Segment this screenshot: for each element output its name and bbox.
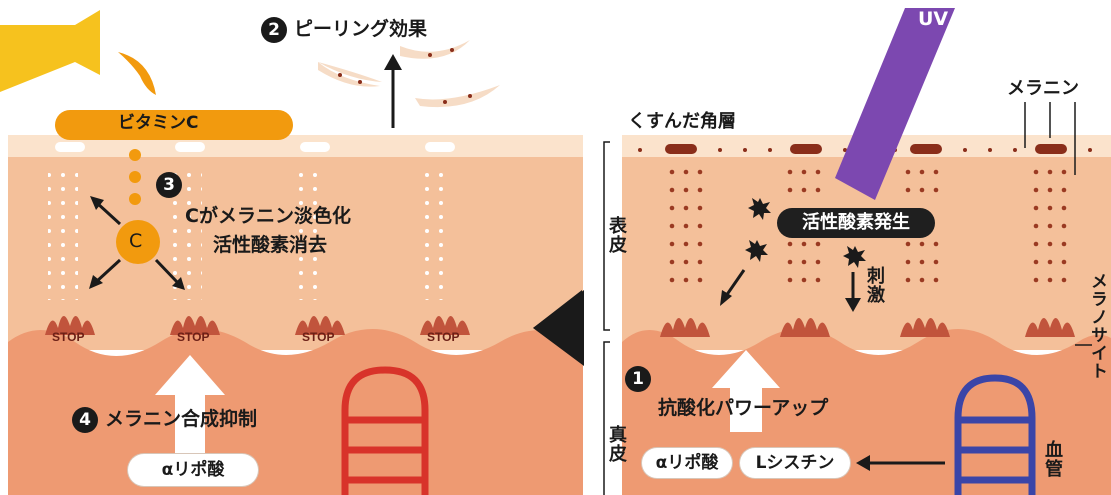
antioxidant-label: 抗酸化パワーアップ bbox=[658, 397, 829, 419]
l-cystine-pill: Lシスチン bbox=[740, 448, 850, 478]
active-oxygen-tag: 活性酸素発生 bbox=[777, 208, 935, 238]
stop-label-1: STOP bbox=[52, 330, 85, 344]
right-brown-dots bbox=[669, 169, 1067, 283]
peeling-label: ピーリング効果 bbox=[294, 18, 428, 40]
stimulus-label: 刺激 bbox=[864, 266, 885, 304]
active-oxygen-stars bbox=[745, 198, 866, 268]
step-4-badge: 4 bbox=[72, 407, 98, 433]
left-melanocytes bbox=[45, 315, 470, 335]
left-white-up-arrow bbox=[155, 355, 225, 455]
melanin-pointers bbox=[1024, 102, 1092, 346]
c-molecule bbox=[116, 220, 160, 264]
right-alpha-lipoic-pill: αリポ酸 bbox=[642, 448, 732, 478]
dull-stratum-label: くすんだ角層 bbox=[628, 111, 736, 132]
step-4-label: メラニン合成抑制 bbox=[105, 408, 258, 430]
epidermis-label: 表皮 bbox=[606, 216, 627, 254]
vitamin-c-drip bbox=[129, 149, 141, 205]
c-radiating-arrows bbox=[89, 196, 185, 290]
c-effect-line2: 活性酸素消去 bbox=[213, 234, 328, 256]
peeling-up-arrow bbox=[384, 54, 402, 128]
layer-brackets bbox=[603, 141, 610, 495]
stop-label-3: STOP bbox=[302, 330, 335, 344]
step-1-badge: 1 bbox=[625, 366, 651, 392]
vitamin-c-label: ビタミンC bbox=[118, 113, 199, 133]
c-molecule-label: C bbox=[129, 230, 143, 252]
vitamin-c-bar bbox=[55, 110, 293, 140]
left-panel bbox=[0, 10, 583, 495]
left-white-dots bbox=[48, 170, 450, 300]
right-arrows bbox=[720, 269, 861, 312]
left-alpha-lipoic-pill: αリポ酸 bbox=[128, 454, 258, 486]
vessel-to-cystine-arrow bbox=[856, 455, 945, 471]
peeling-flakes bbox=[318, 40, 500, 108]
vitamin-bottle bbox=[0, 10, 100, 92]
uv-label: UV bbox=[918, 8, 949, 30]
right-blood-vessel bbox=[954, 374, 1036, 495]
blood-vessel-label: 血管 bbox=[1042, 440, 1063, 478]
dermis-label: 真皮 bbox=[606, 425, 627, 463]
stop-label-2: STOP bbox=[177, 330, 210, 344]
stop-label-4: STOP bbox=[427, 330, 460, 344]
right-melanocytes bbox=[660, 317, 1075, 337]
uv-beam bbox=[835, 8, 955, 200]
c-effect-line1: Cがメラニン淡色化 bbox=[185, 205, 351, 227]
left-dermis bbox=[8, 329, 583, 495]
melanocyte-label: メラノサイト bbox=[1087, 272, 1107, 380]
left-blood-vessel bbox=[341, 366, 429, 495]
vitamin-drop bbox=[118, 52, 156, 95]
melanin-label: メラニン bbox=[1007, 78, 1079, 99]
transition-arrow-tip bbox=[533, 290, 584, 366]
right-melanin-capsules bbox=[665, 144, 1067, 154]
left-epidermis bbox=[8, 135, 583, 350]
step-2-badge: 2 bbox=[261, 17, 287, 43]
right-white-up-arrow bbox=[712, 350, 780, 432]
left-white-capsules bbox=[55, 142, 455, 152]
step-3-badge: 3 bbox=[156, 172, 182, 198]
